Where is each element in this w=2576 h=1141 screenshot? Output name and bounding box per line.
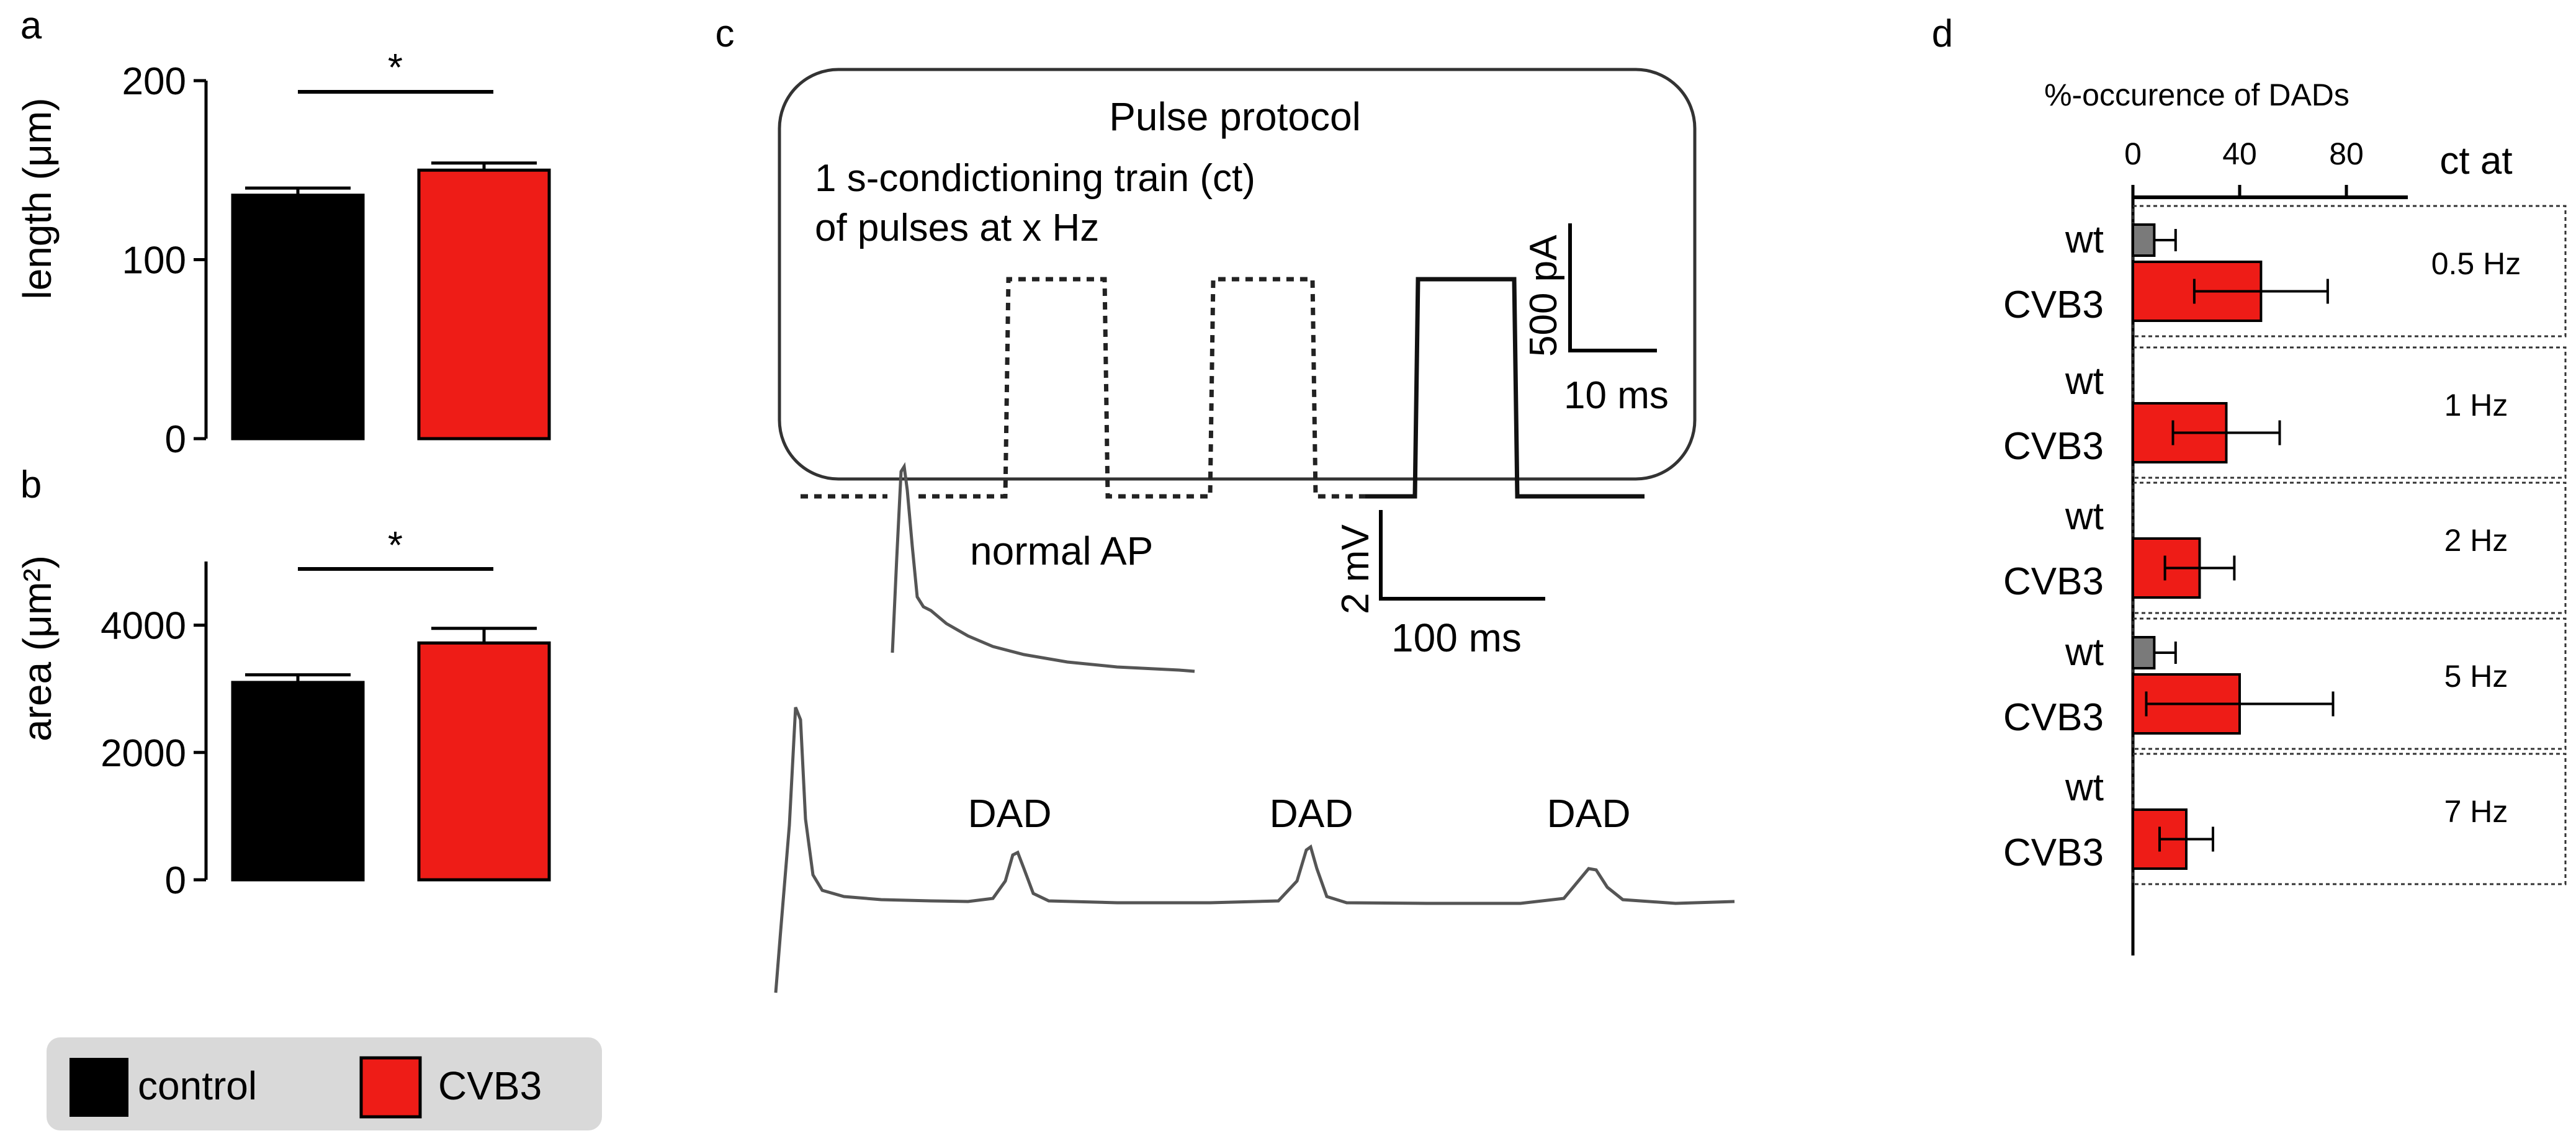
current-scale-bar (1568, 223, 1657, 352)
error-bar-wt (2154, 229, 2177, 251)
panel-d-group-header: ct at (2439, 140, 2512, 182)
y-tick-label: 0 (165, 418, 186, 461)
panel-d-xticks: 0 40 80 (2124, 136, 2364, 197)
voltage-scale-label-mv: 2 mV (1334, 524, 1377, 614)
panel-b-letter: b (20, 463, 42, 506)
panel-c: c Pulse protocol 1 s-condictioning train… (716, 12, 1735, 993)
error-bar-control (245, 186, 351, 195)
panel-d-xlabel: %-occurence of DADs (2044, 78, 2349, 112)
pulse-protocol-title: Pulse protocol (1109, 94, 1361, 139)
error-bar-cvb3 (431, 627, 537, 643)
error-bar-cvb3 (431, 161, 537, 171)
pulse-protocol-text-1: 1 s-condictioning train (ct) (815, 157, 1255, 200)
group-label: 7 Hz (2444, 794, 2508, 829)
error-bar-cvb3 (2171, 420, 2281, 445)
panel-a-significance-star: * (388, 47, 403, 89)
legend: control CVB3 (47, 1037, 602, 1130)
bar-cvb3 (417, 641, 551, 882)
panel-d-letter: d (1932, 12, 1953, 55)
legend-background (47, 1037, 602, 1130)
series-label-wt: wt (2065, 631, 2104, 674)
panel-b-ylabel: area (μm²) (15, 555, 60, 741)
panel-b-bars (231, 627, 551, 882)
dad-label-2: DAD (1269, 791, 1353, 836)
panel-b-ticks: 0 2000 4000 (101, 605, 206, 902)
panel-a: a length (μm) 0 100 200 * (15, 4, 551, 461)
pulse-train-solid (1365, 277, 1645, 499)
panel-a-ylabel: length (μm) (15, 98, 60, 300)
pulse-train-dotted (801, 277, 1365, 499)
bar-control (231, 194, 365, 441)
series-label-wt: wt (2065, 495, 2104, 538)
current-scale-label-pa: 500 pA (1522, 235, 1565, 357)
panel-b-significance-star: * (388, 524, 403, 567)
pulse-protocol-box (778, 68, 1697, 481)
bar-control (231, 681, 365, 882)
panel-b: b area (μm²) 0 2000 4000 * (15, 463, 551, 902)
legend-swatch-cvb3 (359, 1056, 422, 1119)
series-label-cvb3: CVB3 (2003, 831, 2104, 874)
error-bar-wt (2154, 642, 2177, 664)
error-bar-cvb3 (2163, 555, 2236, 581)
bar-cvb3 (417, 168, 551, 441)
group-label: 5 Hz (2444, 659, 2508, 694)
voltage-scale-bar (1379, 510, 1545, 601)
panel-a-letter: a (20, 4, 42, 47)
dad-label-3: DAD (1546, 791, 1630, 836)
series-label-wt: wt (2065, 766, 2104, 809)
series-label-cvb3: CVB3 (2003, 425, 2104, 468)
legend-label-control: control (138, 1063, 257, 1108)
group-label: 2 Hz (2444, 523, 2508, 558)
bar-wt (2132, 636, 2156, 669)
y-tick-label: 2000 (101, 732, 186, 775)
normal-ap-trace (891, 462, 1195, 673)
error-bar-cvb3 (2145, 691, 2335, 717)
x-tick-label: 0 (2124, 136, 2142, 171)
y-tick-label: 0 (165, 859, 186, 902)
normal-ap-label: normal AP (970, 529, 1153, 573)
voltage-scale-label-ms: 100 ms (1391, 615, 1522, 660)
dad-trace (774, 707, 1735, 993)
y-tick-label: 200 (122, 60, 186, 103)
panel-c-letter: c (716, 12, 735, 55)
y-tick-label: 100 (122, 239, 186, 282)
series-label-wt: wt (2065, 218, 2104, 261)
series-label-cvb3: CVB3 (2003, 696, 2104, 739)
current-scale-label-ms: 10 ms (1564, 374, 1669, 417)
dad-label-1: DAD (967, 791, 1051, 836)
y-tick-label: 4000 (101, 605, 186, 648)
error-bar-cvb3 (2158, 826, 2214, 852)
x-tick-label: 40 (2222, 136, 2257, 171)
group-label: 0.5 Hz (2431, 246, 2521, 281)
group-label: 1 Hz (2444, 388, 2508, 423)
series-label-wt: wt (2065, 360, 2104, 403)
panel-a-bars (231, 161, 551, 441)
legend-label-cvb3: CVB3 (438, 1063, 542, 1108)
series-label-cvb3: CVB3 (2003, 560, 2104, 603)
x-tick-label: 80 (2329, 136, 2364, 171)
legend-swatch-control (70, 1058, 128, 1117)
error-bar-cvb3 (2192, 279, 2329, 304)
panel-a-ticks: 0 100 200 (122, 60, 206, 461)
error-bar-control (245, 673, 351, 682)
pulse-protocol-text-2: of pulses at x Hz (815, 207, 1099, 249)
series-label-cvb3: CVB3 (2003, 284, 2104, 326)
bar-wt (2132, 223, 2156, 257)
